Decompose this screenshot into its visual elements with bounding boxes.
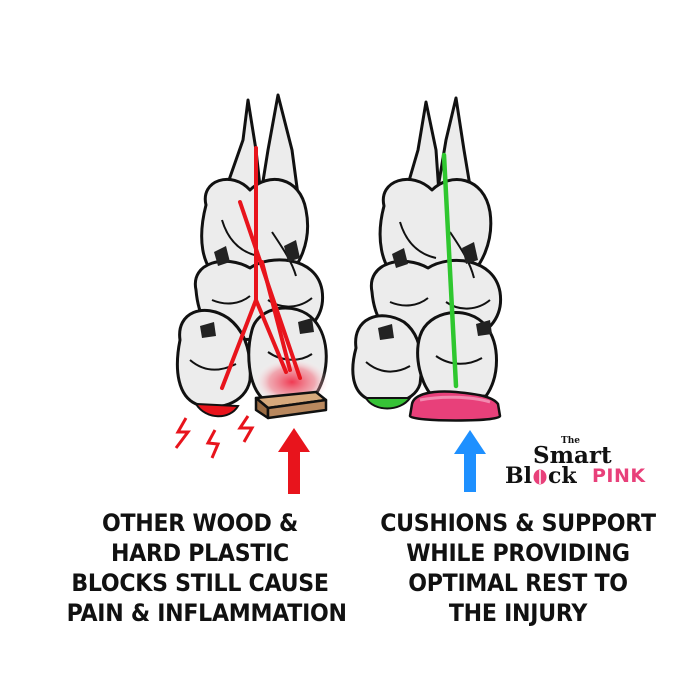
left-red-claw	[194, 402, 240, 418]
logo-block-start: Bl	[505, 463, 532, 489]
pink-block	[408, 390, 502, 422]
right-caption: CUSHIONS & SUPPORT WHILE PROVIDING OPTIM…	[380, 508, 656, 628]
lightning-bolt-1	[174, 417, 191, 449]
right-alignment-line	[441, 152, 459, 389]
right-green-claw	[364, 397, 412, 410]
logo-pink: PINK	[592, 465, 646, 487]
right-caption-line-2: WHILE PROVIDING	[406, 539, 630, 567]
left-caption-line-1: OTHER WOOD &	[102, 509, 298, 537]
red-pressure-arrow	[278, 428, 310, 494]
left-caption: OTHER WOOD & HARD PLASTIC BLOCKS STILL C…	[66, 508, 347, 628]
left-alignment-lines	[220, 146, 302, 390]
right-hoof-bones	[351, 96, 503, 405]
logo-the: The	[561, 436, 580, 446]
right-hoof-dark-marks	[378, 242, 492, 340]
logo-block-end: ck	[547, 463, 577, 489]
blue-support-arrow	[454, 430, 486, 492]
wood-block	[254, 390, 328, 420]
right-caption-line-1: CUSHIONS & SUPPORT	[380, 509, 656, 537]
right-caption-line-4: THE INJURY	[448, 599, 588, 627]
left-caption-line-4: PAIN & INFLAMMATION	[66, 599, 347, 627]
left-caption-line-3: BLOCKS STILL CAUSE	[71, 569, 329, 597]
left-hoof-dark-marks	[200, 240, 314, 338]
lightning-bolt-3	[237, 415, 255, 443]
pink-block-icon	[533, 469, 547, 485]
left-caption-line-2: HARD PLASTIC	[110, 539, 289, 567]
logo-smart: Smart	[533, 442, 612, 469]
right-caption-line-3: OPTIMAL REST TO	[408, 569, 628, 597]
lightning-bolt-2	[205, 429, 221, 459]
pain-lightning-bolts	[174, 415, 255, 459]
